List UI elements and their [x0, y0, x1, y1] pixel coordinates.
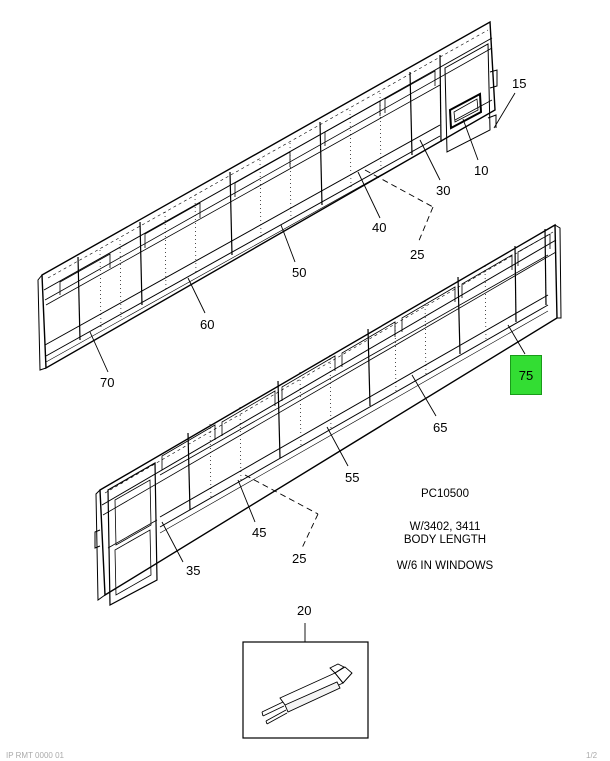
callout-60: 60	[200, 317, 215, 332]
callout-45: 45	[252, 525, 267, 540]
callout-70: 70	[100, 375, 115, 390]
body-length-note-line1: W/3402, 3411	[409, 521, 481, 533]
callout-75-highlighted: 75	[510, 355, 542, 395]
lower-side-panel	[94, 223, 562, 606]
windows-note: W/6 IN WINDOWS	[396, 560, 494, 572]
footer-right-text: 1/2	[586, 751, 598, 760]
callout-35: 35	[186, 563, 201, 578]
part-code-note: PC10500	[421, 488, 469, 500]
callout-20: 20	[297, 603, 312, 618]
body-length-note-line2: BODY LENGTH	[403, 534, 487, 546]
callout-65: 65	[433, 420, 448, 435]
callout-30: 30	[436, 183, 451, 198]
seal-part-illustration	[261, 663, 353, 725]
upper-side-panel	[37, 20, 498, 371]
seal-part-detail-box	[242, 641, 369, 739]
callout-40: 40	[372, 220, 387, 235]
callout-55: 55	[345, 470, 360, 485]
dashed-reference-lines	[244, 169, 434, 549]
footer-left-text: IP RMT 0000 01	[6, 751, 64, 760]
callout-15: 15	[512, 76, 527, 91]
callout-10: 10	[474, 163, 489, 178]
callout-25-upper: 25	[410, 247, 425, 262]
callout-25-lower: 25	[292, 551, 307, 566]
leader-lines	[89, 92, 526, 642]
callout-50: 50	[292, 265, 307, 280]
